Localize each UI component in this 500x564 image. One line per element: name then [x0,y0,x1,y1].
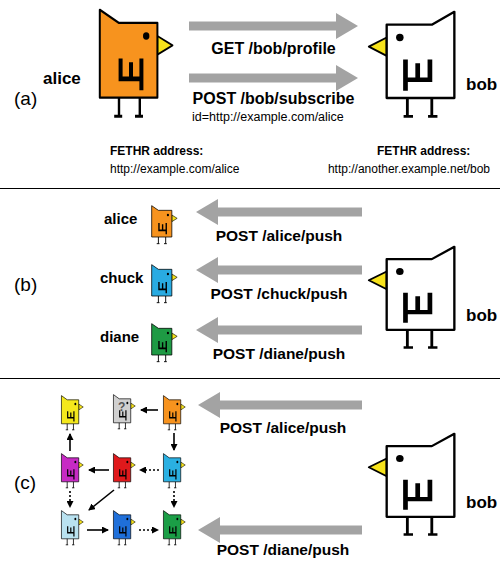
arrow-shaft [216,326,362,335]
bird-node: ? [112,394,136,430]
bird-name: bob [466,307,497,324]
request-label: POST /chuck/push [211,286,348,302]
bird-name: alice [43,70,81,87]
follow-arrow [141,409,158,411]
follow-arrow [173,433,175,450]
follow-arrow [89,469,109,471]
text-label: FETHR address: [377,145,470,157]
text-label: (b) [14,275,37,294]
bird-icon [369,434,455,535]
request-label: POST /alice/push [216,228,343,244]
bird-icon [113,511,135,545]
follow-arrow [69,434,71,451]
bird-network [61,396,185,545]
bird-shape [366,10,460,120]
bird-icon [100,10,173,116]
bird-icon [152,206,177,244]
follow-arrow-dotted [173,491,175,507]
arrow-head [336,13,358,39]
arrow-head [198,517,220,543]
push-arrow [198,392,362,418]
bird-shape [95,8,175,120]
follow-arrow-dotted [139,529,158,531]
bird-node: bob [366,245,460,351]
bird-name: diane [100,329,139,344]
text-label: POST /diane/push [217,542,350,558]
follow-arrow [89,490,114,510]
follow-arrow-dotted [140,469,159,471]
bird-icon [61,511,83,545]
arrow-head [198,392,220,418]
follow-arrow [87,529,108,531]
bird-name: bob [466,76,497,93]
bird-name: bob [466,494,497,511]
bird-shape [150,323,178,363]
bird-icon [163,511,185,545]
arrow-shaft [218,526,362,535]
request-arrow [189,13,358,39]
request-label: GET /bob/profile [211,41,335,57]
bird-icon [152,324,177,362]
push-arrow [198,517,362,543]
request-arrow [196,199,362,225]
bird-name: chuck [100,270,143,285]
request-arrow [196,257,362,283]
follow-arrow-dotted [69,491,71,507]
arrow-head [196,199,218,225]
bird-node: bob [366,10,460,120]
bird-icon [61,454,83,488]
request-label: POST /bob/subscribe [193,91,355,107]
bird-icon [163,396,185,430]
text-label: (a) [14,89,37,108]
bird-name: alice [104,211,137,226]
bird-icon [113,395,135,429]
text-label: http://example.com/alice [110,163,239,175]
arrow-head [336,65,358,91]
bird-name: ? [118,401,125,413]
bird-node: alice [150,205,178,245]
bird-node: diane [150,323,178,363]
request-label: POST /diane/push [213,346,346,362]
arrow-head [196,257,218,283]
bird-node: chuck [150,264,178,304]
arrow-shaft [189,22,338,31]
request-arrow [196,317,362,343]
bird-shape [150,205,178,245]
arrow-head [196,317,218,343]
bird-icon [163,454,185,488]
bird-icon [61,396,83,430]
text-label: POST /alice/push [220,420,347,436]
bird-shape [150,264,178,304]
panel-divider [0,188,500,189]
arrow-shaft [216,208,362,217]
bird-node: alice [95,8,175,120]
request-arrow [189,65,358,91]
panel-divider [0,378,500,379]
text-label: http://another.example.net/bob [328,163,490,175]
arrow-shaft [189,74,338,83]
arrow-shaft [218,401,362,410]
arrow-shaft [216,266,362,275]
bird-icon [152,265,177,303]
bird-shape [366,245,460,351]
bird-icon [369,12,455,117]
bird-node: bob [366,432,460,538]
text-label: FETHR address: [110,145,203,157]
bird-icon [369,247,455,348]
bird-shape [366,432,460,538]
text-label: (c) [14,473,36,492]
bird-icon [113,454,135,488]
text-label: id=http://example.com/alice [192,111,344,124]
